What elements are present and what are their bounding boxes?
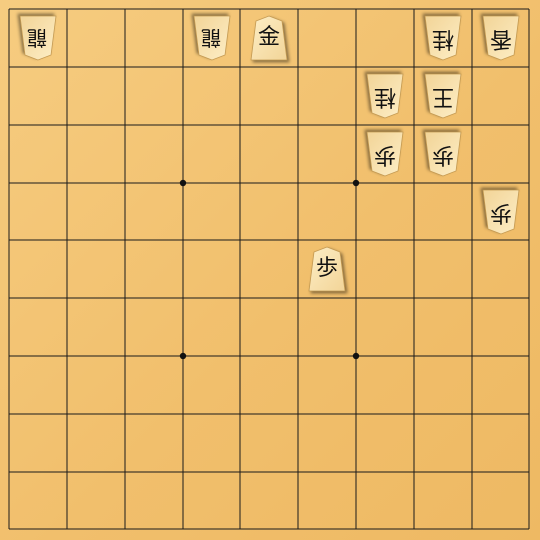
piece-shape <box>482 189 519 234</box>
gote-pawn-piece[interactable]: 歩 <box>424 131 462 177</box>
piece-label: 龍 <box>202 26 221 50</box>
piece-label: 歩 <box>374 142 397 167</box>
piece-label: 香 <box>489 26 512 51</box>
piece-shape <box>424 131 462 177</box>
piece-label: 歩 <box>489 199 512 225</box>
piece-shape <box>366 131 404 177</box>
piece-shape <box>366 73 404 119</box>
star-point <box>352 179 360 187</box>
star-point <box>352 352 360 360</box>
star-point <box>179 179 187 187</box>
star-point <box>179 352 187 360</box>
piece-label: 金 <box>257 25 280 50</box>
gote-pawn-piece[interactable]: 歩 <box>482 189 520 235</box>
gote-dragon-piece[interactable]: 龍 <box>193 15 231 61</box>
piece-shape <box>19 15 57 61</box>
piece-shape <box>424 15 462 61</box>
piece-label: 王 <box>432 84 455 109</box>
piece-label: 桂 <box>374 84 397 109</box>
sente-pawn-piece[interactable]: 歩 <box>308 246 346 292</box>
gote-pawn-piece[interactable]: 歩 <box>366 131 404 177</box>
gote-dragon-piece[interactable]: 龍 <box>19 15 57 61</box>
gote-king-piece[interactable]: 王 <box>424 73 462 119</box>
piece-shape <box>424 73 462 119</box>
gote-lance-piece[interactable]: 香 <box>482 15 520 61</box>
piece-label: 桂 <box>432 26 455 51</box>
piece-label: 歩 <box>432 142 455 167</box>
piece-shape <box>482 15 519 61</box>
piece-label: 歩 <box>315 256 338 281</box>
piece-shape <box>193 15 230 61</box>
piece-shape <box>308 246 346 292</box>
piece-label: 龍 <box>29 26 47 50</box>
piece-shape <box>250 15 288 61</box>
sente-gold-piece[interactable]: 金 <box>250 15 288 61</box>
gote-knight-piece[interactable]: 桂 <box>366 73 404 119</box>
gote-knight-piece[interactable]: 桂 <box>424 15 462 61</box>
